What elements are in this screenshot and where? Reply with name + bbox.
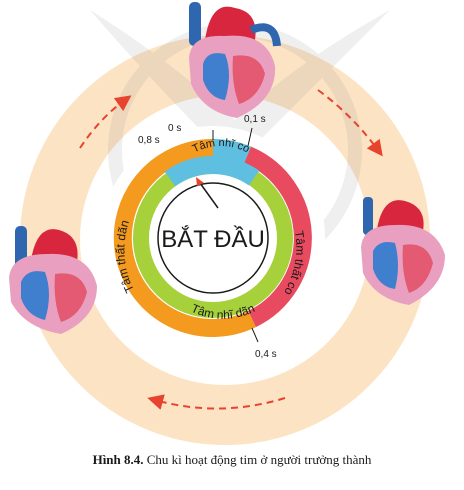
heart-illustration-left (9, 226, 97, 334)
heart-illustration-top (189, 2, 281, 118)
start-pointer-arrow (199, 182, 219, 209)
center-label: BẮT ĐẦU (161, 225, 265, 253)
time-mark-0s: 0 s (168, 123, 181, 134)
ring-outer-blue (212, 139, 251, 164)
center-disc (153, 178, 273, 298)
ring-ventricular-diastole (113, 138, 256, 337)
heart-illustration-right (361, 197, 445, 305)
figure-number: Hình 8.4. (92, 452, 144, 467)
phase-label-atrial-systole: Tâm nhĩ co (191, 137, 252, 155)
phase-label-atrial-diastole: Tâm nhĩ dãn (189, 301, 257, 322)
cycle-arrow-bottom (147, 394, 286, 410)
time-mark-0-4s: 0,4 s (255, 349, 277, 360)
ring-ventricular-systole (243, 146, 312, 328)
time-mark-0-8s: 0,8 s (138, 135, 160, 146)
ring-atrial-systole (164, 156, 260, 187)
figure-caption: Hình 8.4. Chu kì hoạt động tim ở người t… (0, 452, 464, 468)
cycle-arrow-top-left (79, 95, 132, 149)
cycle-arrow-top-right (317, 89, 383, 157)
time-mark-0-1s: 0,1 s (244, 114, 266, 125)
caption-text: Chu kì hoạt động tim ở người trưởng thàn… (143, 452, 372, 467)
